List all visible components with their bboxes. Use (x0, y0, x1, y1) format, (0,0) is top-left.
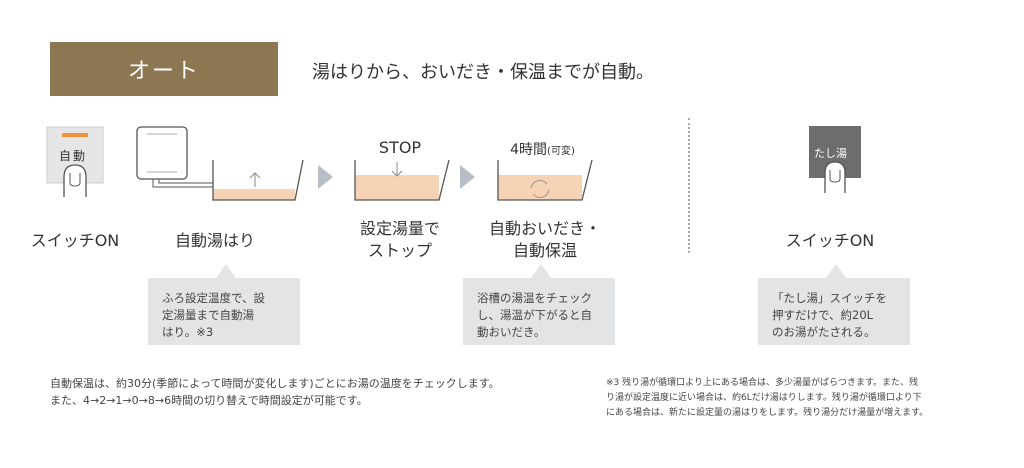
auto-switch-illustration: 自動 (45, 125, 105, 197)
step-label: 自動湯はり (174, 231, 255, 250)
callout-line: 定湯量まで自動湯 (162, 308, 254, 322)
keep-warm-time: 4時間(可変) (495, 139, 590, 159)
time-value: 4時間 (510, 142, 548, 158)
circulate-icon (530, 180, 550, 198)
add-water-switch-illustration: たし湯 (808, 125, 868, 195)
callout-line: はり。※3 (162, 325, 214, 339)
filling-tub-icon (136, 126, 304, 201)
callout-add-water: 「たし湯」スイッチを 押すだけで、約20L のお湯がたされる。 (758, 264, 910, 345)
step-label: 設定湯量で ストップ (335, 218, 465, 262)
time-note: (可変) (547, 146, 575, 157)
finger-press-icon (46, 126, 104, 197)
footnote-line: 自動保温は、約30分(季節によって時間が変化します)ごとにお湯の温度をチェックし… (50, 377, 500, 390)
step-arrow (460, 165, 475, 189)
callout-reheat: 浴槽の湯温をチェック し、湯温が下がると自 動おいだき。 (463, 264, 615, 345)
footnote-line: また、4→2→1→0→8→6時間の切り替えで時間設定が可能です。 (50, 394, 368, 407)
label-line: 設定湯量で (359, 219, 440, 238)
callout-filling: ふろ設定温度で、設 定湯量まで自動湯 はり。※3 (148, 264, 300, 345)
callout-line: のお湯がたされる。 (772, 325, 876, 339)
callout-line: ふろ設定温度で、設 (162, 291, 266, 305)
step-label: 自動おいだき・ 自動保温 (475, 218, 615, 262)
footnote-left: 自動保温は、約30分(季節によって時間が変化します)ごとにお湯の温度をチェックし… (50, 375, 610, 409)
callout-line: 動おいだき。 (477, 325, 546, 339)
callout-line: 押すだけで、約20L (772, 308, 874, 322)
step-label: スイッチON (30, 231, 120, 250)
label-line: 自動保温 (512, 241, 577, 260)
callout-line: 浴槽の湯温をチェック (477, 291, 592, 305)
footnote-line: にある場合は、新たに設定量の湯はりをします。残り湯分だけ湯量が増えます。 (606, 408, 929, 418)
finger-press-icon (809, 126, 861, 193)
reheat-tub-icon (497, 160, 593, 201)
footnote-line: ※3 残り湯が循環口より上にある場合は、多少湯量がばらつきます。また、残 (606, 378, 919, 388)
callout-line: 「たし湯」スイッチを (772, 291, 887, 305)
step-arrow (318, 165, 333, 189)
stop-label: STOP (378, 138, 422, 157)
footnote-line: り湯が設定温度に近い場合は、約6Lだけ湯はりします。残り湯が循環口より下 (606, 393, 922, 403)
headline: 湯はりから、おいだき・保温までが自動。 (312, 62, 654, 83)
section-divider (688, 118, 690, 253)
stopped-tub-icon (354, 160, 450, 201)
callout-line: し、湯温が下がると自 (477, 308, 592, 322)
step-label: スイッチON (785, 231, 875, 250)
switch-text: 自動 (59, 149, 88, 163)
switch-text: たし湯 (814, 147, 847, 160)
mode-banner: オート (50, 42, 278, 96)
label-line: ストップ (367, 241, 432, 260)
footnote-right: ※3 残り湯が循環口より上にある場合は、多少湯量がばらつきます。また、残 り湯が… (606, 376, 1016, 421)
label-line: 自動おいだき・ (488, 219, 601, 238)
